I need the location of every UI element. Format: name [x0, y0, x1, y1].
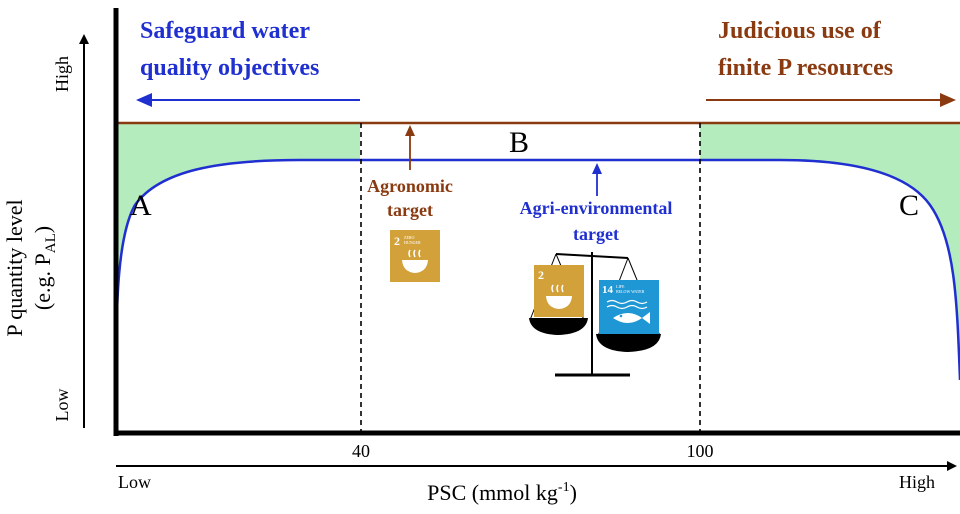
- zone-a-fill: [116, 123, 360, 380]
- sdg2-text-line1: ZERO: [404, 235, 415, 240]
- y-axis-sub-suffix: ): [30, 226, 55, 233]
- y-axis-sub-prefix: (e.g. P: [30, 253, 55, 310]
- zone-c-fill: [700, 123, 960, 380]
- x-axis-label-prefix: PSC (mmol kg: [427, 480, 558, 505]
- agrienv-curve: [114, 158, 960, 381]
- y-axis-tick-high: High: [52, 56, 72, 92]
- x-axis-tick-high: High: [899, 472, 935, 492]
- x-marker-40: 40: [352, 441, 370, 461]
- sdg2-text-line2: HUNGER: [404, 240, 421, 245]
- x-axis-label-superscript: -1: [558, 480, 570, 495]
- scale-sdg14-text-line1: LIFE: [616, 284, 625, 289]
- agrienv-target-line1: Agri-environmental: [520, 198, 673, 218]
- right-objective-arrowhead: [940, 93, 956, 107]
- right-scale-pan: [596, 334, 661, 352]
- agrienv-target-arrowhead: [592, 163, 602, 174]
- right-objective-line2: finite P resources: [718, 55, 893, 81]
- y-axis-tick-low: Low: [52, 389, 72, 422]
- right-objective-line1: Judicious use of: [718, 18, 882, 44]
- sdg2-number: 2: [394, 234, 400, 248]
- left-objective-arrowhead: [136, 93, 152, 107]
- x-axis-tick-low: Low: [118, 472, 151, 492]
- scale-sdg2-number: 2: [538, 268, 544, 282]
- y-axis-label-sub: (e.g. PAL): [30, 226, 59, 310]
- agronomic-target-line2: target: [387, 200, 433, 220]
- y-axis-sub-subscript: AL: [43, 233, 59, 253]
- agronomic-target-line1: Agronomic: [367, 176, 453, 196]
- scale-sdg14-number: 14: [602, 284, 614, 296]
- y-axis-label-main: P quantity level: [2, 199, 27, 336]
- zone-c-label: C: [899, 189, 919, 222]
- left-scale-pan: [529, 318, 588, 335]
- left-objective-line1: Safeguard water: [140, 18, 310, 44]
- zone-b-label: B: [509, 126, 529, 159]
- sdg2-icon: 2 ZERO HUNGER: [390, 230, 440, 282]
- agrienv-target-line2: target: [573, 224, 619, 244]
- agronomic-target-arrowhead: [405, 125, 415, 136]
- scale-sdg14-text-line2: BELOW WATER: [616, 289, 645, 294]
- x-axis-label: PSC (mmol kg-1): [427, 480, 577, 505]
- zone-a-label: A: [130, 189, 152, 222]
- scale-sdg14-icon: 14 LIFE BELOW WATER: [599, 280, 659, 334]
- x-marker-100: 100: [687, 441, 714, 461]
- left-objective-line2: quality objectives: [140, 55, 319, 81]
- scale-sdg2-icon: 2: [534, 265, 584, 317]
- x-axis-label-suffix: ): [570, 480, 577, 505]
